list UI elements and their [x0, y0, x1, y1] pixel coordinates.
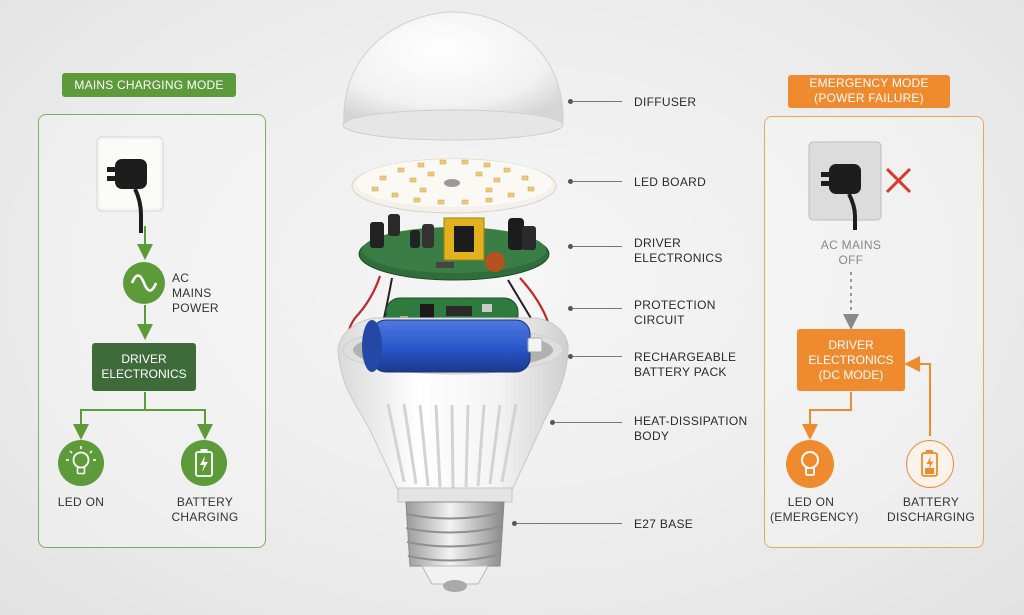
base-leader-dot — [512, 521, 517, 526]
led-board-leader-dot — [568, 179, 573, 184]
mains-flow-arrows — [73, 226, 213, 440]
led-board-label: LED BOARD — [634, 175, 707, 189]
e27-base — [397, 487, 513, 592]
wall-socket-with-plug — [96, 136, 164, 233]
battery-discharging-icon — [906, 440, 954, 488]
ac-sine-icon — [123, 262, 165, 304]
battery-leader-dot — [568, 354, 573, 359]
diffuser-leader-dot — [568, 99, 573, 104]
protection-leader — [572, 308, 622, 309]
wall-socket-off — [808, 141, 882, 230]
battery-pack — [362, 319, 543, 373]
diffuser-dome — [342, 11, 564, 141]
led-on-label: LED ON — [57, 495, 105, 509]
driver-leader — [572, 246, 622, 247]
emergency-driver-electronics-box: DRIVER ELECTRONICS (DC MODE) — [797, 329, 905, 391]
protection-leader-dot — [568, 306, 573, 311]
led-board-leader — [572, 181, 622, 182]
battery-leader — [572, 356, 622, 357]
diffuser-label: DIFFUSER — [634, 95, 697, 109]
e27-base-label: E27 BASE — [634, 517, 694, 531]
emergency-mode-title: EMERGENCY MODE(POWER FAILURE) — [788, 75, 950, 108]
base-leader — [516, 523, 622, 524]
driver-leader-dot — [568, 244, 573, 249]
battery-charging-icon — [181, 440, 227, 486]
diffuser-leader — [572, 101, 622, 102]
red-cross-icon — [885, 167, 912, 194]
mains-mode-title: MAINS CHARGING MODE — [62, 73, 236, 97]
plug-icon — [96, 136, 164, 233]
led-board — [351, 158, 557, 214]
body-leader-dot — [550, 420, 555, 425]
led-on-emergency-label: LED ON(EMERGENCY) — [770, 495, 859, 524]
plug-icon-off — [808, 141, 882, 230]
driver-pcb — [358, 214, 550, 281]
led-bulb-emergency-icon — [786, 440, 834, 488]
led-bulb-icon — [58, 440, 104, 486]
body-leader — [554, 422, 622, 423]
